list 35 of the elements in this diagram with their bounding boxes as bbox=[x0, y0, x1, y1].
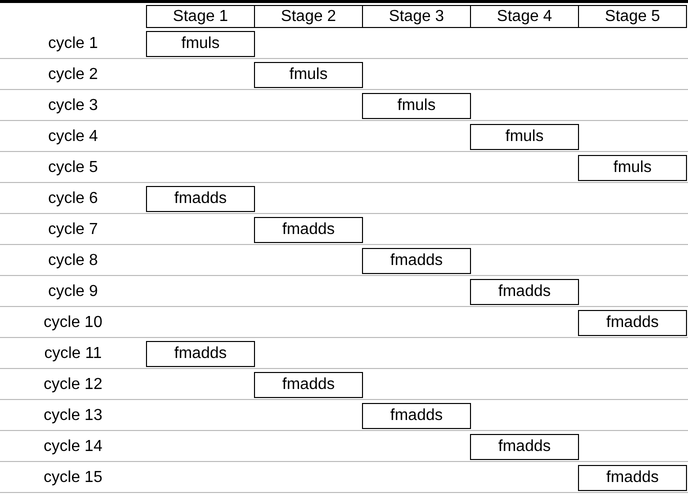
row-label: cycle 4 bbox=[47, 127, 99, 147]
row-label: cycle 5 bbox=[47, 158, 99, 178]
instruction-cell: fmuls bbox=[578, 155, 687, 181]
row-label: cycle 14 bbox=[42, 437, 104, 457]
row-label: cycle 6 bbox=[47, 189, 99, 209]
instruction-cell: fmadds bbox=[362, 403, 471, 429]
row-label: cycle 8 bbox=[47, 251, 99, 271]
instruction-cell: fmuls bbox=[254, 62, 363, 88]
row-label: cycle 15 bbox=[42, 468, 104, 488]
column-header: Stage 1 bbox=[146, 5, 255, 28]
instruction-cell: fmadds bbox=[254, 217, 363, 243]
row-label: cycle 11 bbox=[43, 344, 103, 364]
instruction-cell: fmadds bbox=[578, 465, 687, 491]
instruction-cell: fmadds bbox=[470, 434, 579, 460]
row-label: cycle 9 bbox=[47, 282, 99, 302]
instruction-cell: fmuls bbox=[470, 124, 579, 150]
instruction-cell: fmuls bbox=[362, 93, 471, 119]
row-label: cycle 7 bbox=[47, 220, 99, 240]
instruction-cell: fmadds bbox=[578, 310, 687, 336]
instruction-cell: fmadds bbox=[146, 341, 255, 367]
instruction-cell: fmadds bbox=[146, 186, 255, 212]
instruction-cell: fmadds bbox=[470, 279, 579, 305]
instruction-cell: fmuls bbox=[146, 31, 255, 57]
instruction-cell: fmadds bbox=[362, 248, 471, 274]
column-header: Stage 2 bbox=[254, 5, 363, 28]
instruction-cell: fmadds bbox=[254, 372, 363, 398]
row-label: cycle 1 bbox=[47, 34, 99, 54]
column-header: Stage 4 bbox=[470, 5, 579, 28]
row-label: cycle 12 bbox=[42, 375, 104, 395]
row-label: cycle 3 bbox=[47, 96, 99, 116]
column-header: Stage 3 bbox=[362, 5, 471, 28]
row-label: cycle 10 bbox=[42, 313, 104, 333]
row-label: cycle 2 bbox=[47, 65, 99, 85]
row-label: cycle 13 bbox=[42, 406, 104, 426]
column-header: Stage 5 bbox=[578, 5, 687, 28]
